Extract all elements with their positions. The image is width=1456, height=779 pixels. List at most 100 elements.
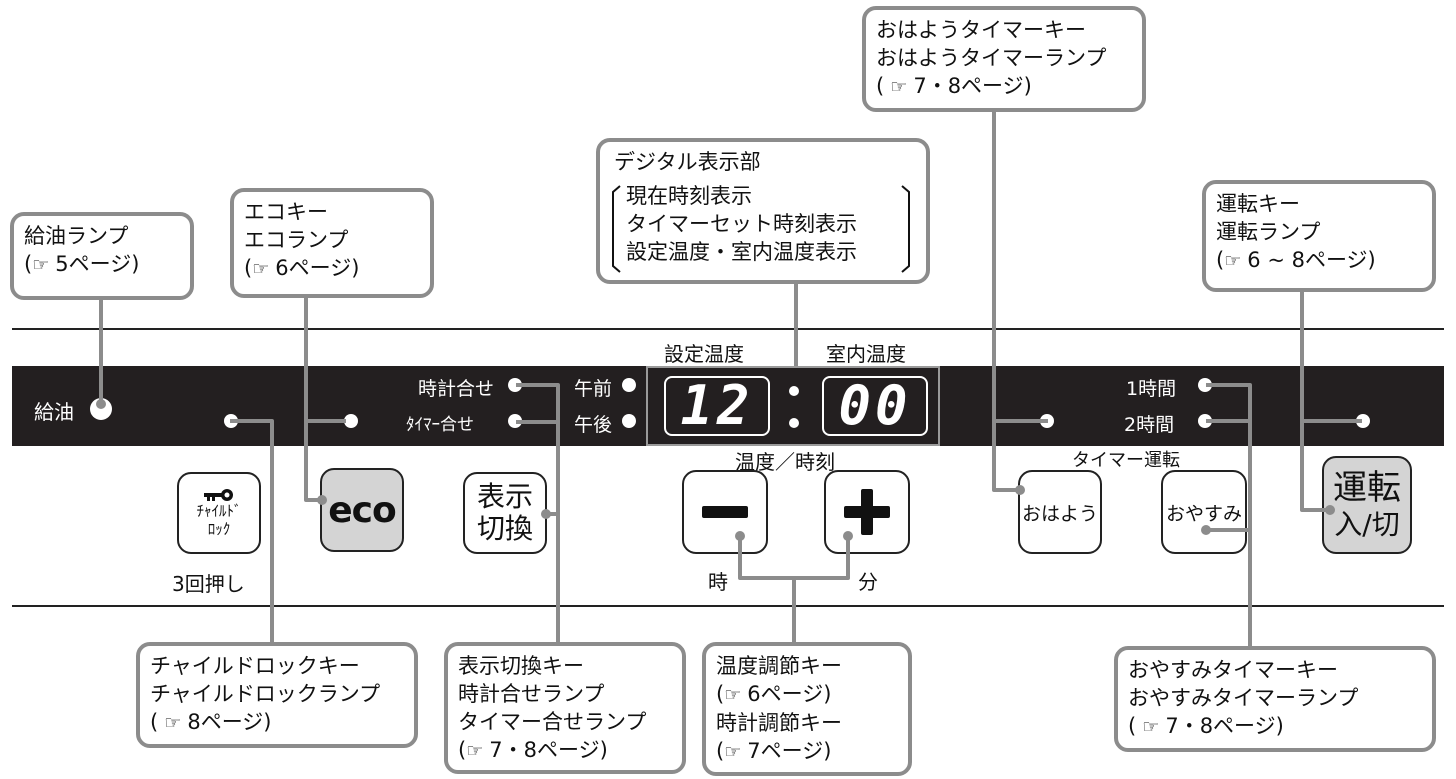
pointing-hand-icon: ☞ xyxy=(1136,716,1166,738)
hyoji-key-line2: 切換 xyxy=(476,512,533,545)
minus-icon xyxy=(702,506,748,518)
pointing-hand-icon: ☞ xyxy=(884,76,914,98)
one-hour-label: 1時間 xyxy=(1126,378,1177,400)
ohayo-callout-line1: おはようタイマーキー xyxy=(876,18,1086,42)
gogo-lamp xyxy=(622,414,636,428)
child-lock-key-line2: ﾛｯｸ xyxy=(207,520,231,538)
ohayo-callout-ref: ( ☞ 7・8ページ) xyxy=(876,74,1032,98)
display-left-digits: 12 xyxy=(664,376,770,436)
timer-awase-lamp xyxy=(508,414,522,428)
oyasumi-callout-line2: おやすみタイマーランプ xyxy=(1128,686,1359,710)
hyoji-kirikae-callout: 表示切換キー 時計合せランプ タイマー合せランプ (☞ 7・8ページ) xyxy=(444,642,686,774)
kyuyu-callout-line1: 給油ランプ xyxy=(24,224,129,248)
ondo-callout-ref1: (☞ 6ページ) xyxy=(716,682,832,706)
plus-key[interactable] xyxy=(824,470,910,554)
digital-display-callout: デジタル表示部 現在時刻表示 タイマーセット時刻表示 設定温度・室内温度表示 xyxy=(596,138,930,284)
left-bracket-icon xyxy=(612,185,621,273)
pointing-hand-icon: ☞ xyxy=(724,741,748,763)
ondo-callout-line2: 時計調節キー xyxy=(716,711,842,735)
gozen-label: 午前 xyxy=(574,378,613,400)
child-callout-line2: チャイルドロックランプ xyxy=(150,682,381,706)
gozen-lamp xyxy=(622,378,636,392)
eco-lamp xyxy=(344,414,358,428)
tokei-awase-lamp xyxy=(508,378,522,392)
two-hour-lamp xyxy=(1198,414,1212,428)
pointing-hand-icon: ☞ xyxy=(724,684,748,706)
one-hour-lamp xyxy=(1198,378,1212,392)
ohayo-key[interactable]: おはよう xyxy=(1018,470,1102,554)
pointing-hand-icon: ☞ xyxy=(1224,250,1248,272)
timer-unten-label: タイマー運転 xyxy=(1072,450,1180,471)
oyasumi-callout-ref: ( ☞ 7・8ページ) xyxy=(1128,714,1284,738)
kyuyu-lamp xyxy=(90,398,112,420)
oyasumi-timer-callout: おやすみタイマーキー おやすみタイマーランプ ( ☞ 7・8ページ) xyxy=(1114,646,1436,752)
ondo-callout-line1: 温度調節キー xyxy=(716,654,842,678)
ohayo-timer-callout: おはようタイマーキー おはようタイマーランプ ( ☞ 7・8ページ) xyxy=(862,6,1146,112)
eco-key[interactable]: eco xyxy=(320,468,404,552)
ondo-callout: 温度調節キー (☞ 6ページ) 時計調節キー (☞ 7ページ) xyxy=(702,642,912,776)
child-lock-lamp xyxy=(224,414,238,428)
gogo-label: 午後 xyxy=(574,414,613,436)
kyuyu-callout-ref: (☞ 5ページ) xyxy=(24,252,140,276)
pointing-hand-icon: ☞ xyxy=(158,712,188,734)
hyoji-callout-line1: 表示切換キー xyxy=(458,654,584,678)
eco-callout: エコキー エコランプ (☞ 6ページ) xyxy=(230,188,434,298)
child-lock-sub-label: 3回押し xyxy=(172,572,245,596)
unten-key-line2: 入/切 xyxy=(1334,508,1400,541)
digital-callout-line2: タイマーセット時刻表示 xyxy=(626,212,857,236)
hyoji-key-line1: 表示 xyxy=(476,480,533,513)
timer-awase-label: ﾀｲﾏｰ合せ xyxy=(406,415,474,435)
hyoji-callout-line2: 時計合せランプ xyxy=(458,682,605,706)
key-icon xyxy=(204,489,233,501)
pointing-hand-icon: ☞ xyxy=(32,254,56,276)
child-callout-ref: ( ☞ 8ページ) xyxy=(150,710,272,734)
hyoji-kirikae-key[interactable]: 表示 切換 xyxy=(463,472,547,554)
minute-label: 分 xyxy=(858,570,878,594)
pointing-hand-icon: ☞ xyxy=(252,258,276,280)
eco-callout-line1: エコキー xyxy=(244,200,328,224)
kyuyu-callout: 給油ランプ (☞ 5ページ) xyxy=(10,212,194,300)
ohayo-callout-line2: おはようタイマーランプ xyxy=(876,46,1107,70)
hour-label: 時 xyxy=(708,570,728,594)
digital-callout-line3: 設定温度・室内温度表示 xyxy=(626,240,857,264)
unten-key[interactable]: 運転 入/切 xyxy=(1322,456,1412,554)
colon-dot-top xyxy=(789,386,799,396)
ohayo-key-label: おはよう xyxy=(1021,502,1098,525)
eco-callout-ref: (☞ 6ページ) xyxy=(244,256,360,280)
top-rule xyxy=(12,328,1444,330)
minus-key[interactable] xyxy=(682,470,768,554)
tokei-awase-label: 時計合せ xyxy=(418,378,495,400)
unten-callout-line2: 運転ランプ xyxy=(1216,220,1321,244)
hyoji-callout-line3: タイマー合せランプ xyxy=(458,710,647,734)
oyasumi-key[interactable]: おやすみ xyxy=(1161,470,1247,554)
kyuyu-label: 給油 xyxy=(34,400,74,424)
child-lock-key-line1: ﾁｬｲﾙﾄﾞ xyxy=(196,502,242,520)
ohayo-lamp xyxy=(1040,414,1054,428)
unten-callout: 運転キー 運転ランプ (☞ 6 ~ 8ページ) xyxy=(1202,180,1436,292)
room-temp-label: 室内温度 xyxy=(826,342,906,366)
hyoji-callout-ref: (☞ 7・8ページ) xyxy=(458,738,608,762)
child-lock-callout: チャイルドロックキー チャイルドロックランプ ( ☞ 8ページ) xyxy=(136,642,418,748)
eco-callout-line2: エコランプ xyxy=(244,228,349,252)
unten-lamp xyxy=(1356,414,1370,428)
bottom-rule xyxy=(12,605,1444,607)
digital-display xyxy=(646,366,940,446)
unten-callout-ref: (☞ 6 ~ 8ページ) xyxy=(1216,248,1376,272)
unten-key-line1: 運転 xyxy=(1333,468,1401,508)
child-callout-line1: チャイルドロックキー xyxy=(150,654,360,678)
two-hour-label: 2時間 xyxy=(1124,414,1175,436)
display-right-digits: 00 xyxy=(822,376,928,436)
ondo-callout-ref2: (☞ 7ページ) xyxy=(716,739,832,763)
child-lock-key[interactable]: ﾁｬｲﾙﾄﾞ ﾛｯｸ xyxy=(177,472,261,554)
oyasumi-key-label: おやすみ xyxy=(1165,502,1242,525)
unten-callout-line1: 運転キー xyxy=(1216,192,1300,216)
digital-callout-title: デジタル表示部 xyxy=(614,150,761,174)
right-bracket-icon xyxy=(901,185,910,273)
plus-icon xyxy=(844,489,890,535)
oyasumi-callout-line1: おやすみタイマーキー xyxy=(1128,658,1338,682)
eco-key-label: eco xyxy=(328,489,396,531)
pointing-hand-icon: ☞ xyxy=(466,740,490,762)
digital-callout-line1: 現在時刻表示 xyxy=(626,184,752,208)
set-temp-label: 設定温度 xyxy=(664,342,744,366)
colon-dot-bottom xyxy=(789,418,799,428)
